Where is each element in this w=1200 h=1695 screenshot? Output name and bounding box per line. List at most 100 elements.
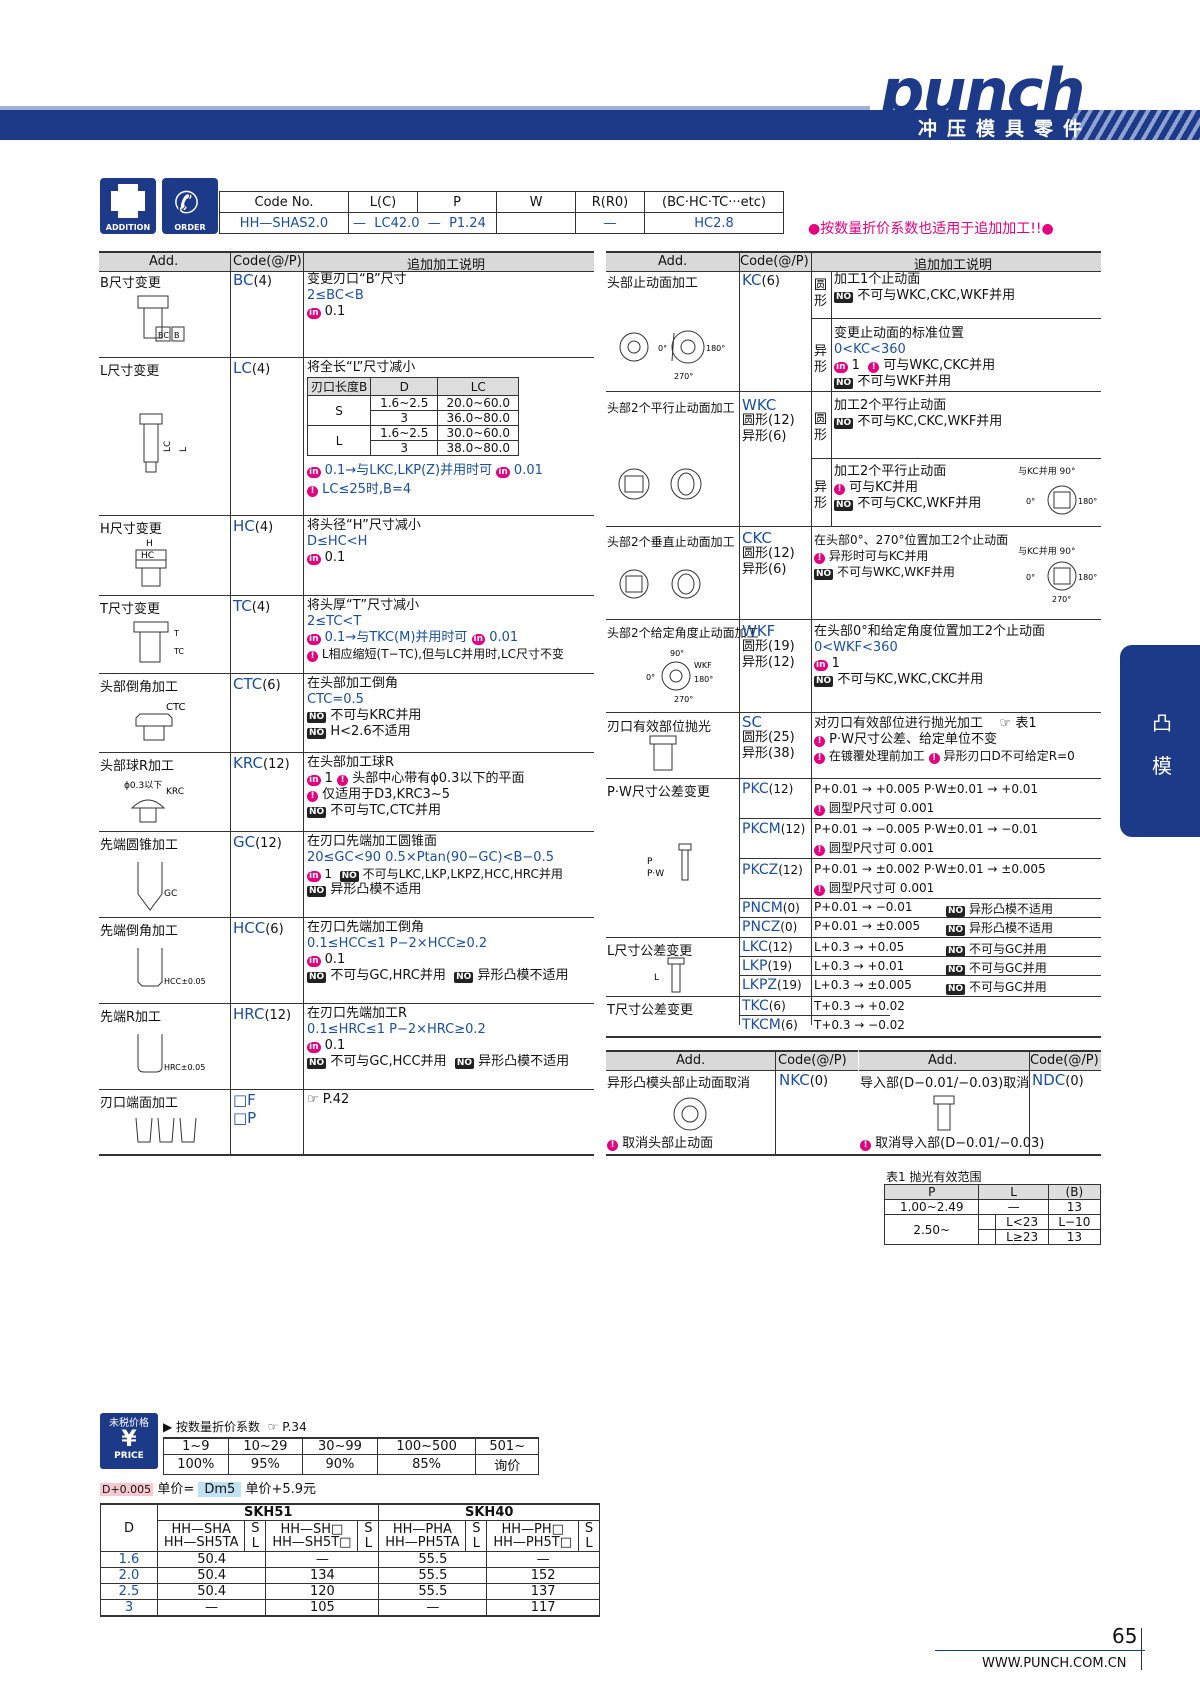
- row-title-kc: 头部止动面加工: [607, 276, 699, 291]
- svg-text:H: H: [146, 539, 153, 549]
- col-w: W: [496, 191, 576, 213]
- desc-krc: 在头部加工球R in 1 ! 头部中心带有ϕ0.3以下的平面 ! 仅适用于D3,…: [307, 755, 525, 818]
- col-lc: L(C): [348, 191, 418, 213]
- row-title-gc: 先端圆锥加工: [100, 838, 179, 853]
- gc-drawing: GC: [137, 862, 177, 911]
- svg-text:90°: 90°: [670, 649, 684, 658]
- code-fp: □F□P: [233, 1091, 257, 1127]
- ckc-kc-note: 与KC并用 90°: [1018, 547, 1076, 557]
- row-title-pw: P·W尺寸公差变更: [607, 785, 710, 800]
- svg-text:270°: 270°: [1052, 595, 1071, 604]
- col-etc: (BC·HC·TC···etc): [644, 191, 784, 213]
- desc-sc: 对刃口有效部位进行抛光加工 ☞ 表1 ! P·W尺寸公差、给定单位不变 ! 在镀…: [814, 716, 1075, 764]
- ndc-note: ! 取消导入部(D−0.01/−0.03): [860, 1136, 1044, 1152]
- header-bar: [0, 110, 1200, 140]
- desc-fp: ☞ P.42: [307, 1092, 350, 1107]
- code-gc: GC(12): [233, 833, 282, 851]
- kc-shaped-label: 异形: [814, 344, 828, 375]
- code-hc: HC(4): [233, 517, 274, 535]
- svg-text:0°: 0°: [1026, 573, 1035, 582]
- svg-text:BC: BC: [158, 331, 169, 340]
- code-kc: KC(6): [742, 271, 780, 289]
- hcc-drawing: HCC±0.05: [137, 948, 206, 987]
- col-p: P: [417, 191, 497, 213]
- svg-text:TC: TC: [173, 647, 184, 656]
- footer-url[interactable]: WWW.PUNCH.COM.CN: [982, 1656, 1127, 1671]
- val-code: HH—SHAS2.0: [219, 212, 349, 234]
- ckc-drawing: [619, 569, 701, 599]
- svg-text:0°: 0°: [658, 344, 667, 353]
- right-table-header: Add. Code(@/P) 追加加工说明: [606, 251, 1101, 273]
- nkc-code: NKC(0): [779, 1071, 829, 1089]
- addition-icon: ADDITION: [100, 178, 156, 234]
- svg-text:270°: 270°: [674, 372, 693, 381]
- desc-hrc: 在刃口先端加工R 0.1≤HRC≤1 P−2×HRC≥0.2 in 0.1 NO…: [307, 1006, 570, 1069]
- tol-pkc: PKC(12): [742, 781, 794, 797]
- tc-drawing: T TC: [133, 621, 184, 663]
- ndc-title: 导入部(D−0.01/−0.03)取消: [860, 1076, 1030, 1091]
- svg-text:270°: 270°: [674, 695, 693, 704]
- svg-text:0°: 0°: [646, 673, 655, 682]
- desc-kc-shaped: 变更止动面的标准位置 0<KC<360 in 1 ! 可与WKC,CKC并用 N…: [834, 326, 996, 389]
- row-title-ckc: 头部2个垂直止动面加工: [607, 535, 735, 549]
- desc-lc-notes: in 0.1→与LKC,LKP(Z)并用时可 in 0.01 ! LC≤25时,…: [307, 463, 543, 497]
- row-title-wkc: 头部2个平行止动面加工: [607, 401, 735, 415]
- tol-pkcz: PKCZ(12): [742, 862, 803, 878]
- svg-text:HCC±0.05: HCC±0.05: [164, 977, 206, 986]
- svg-text:180°: 180°: [1078, 497, 1097, 506]
- row-title-bc: B尺寸变更: [100, 276, 161, 291]
- svg-text:HRC±0.05: HRC±0.05: [164, 1063, 205, 1072]
- desc-tc: 将头厚“T”尺寸减小 2≤TC<T in 0.1→与TKC(M)并用时可 in …: [307, 598, 565, 662]
- code-bc: BC(4): [233, 271, 272, 289]
- desc-wkc-shaped: 加工2个平行止动面 ! 可与KC并用 NO 不可与CKC,WKF并用: [834, 464, 982, 511]
- sc-drawing: [649, 735, 677, 771]
- row-title-tc: T尺寸变更: [100, 602, 160, 617]
- tol-pkcm: PKCM(12): [742, 821, 806, 837]
- table1-title: 表1 抛光有效范围: [886, 1170, 982, 1184]
- brand-subtitle: 冲压模具零件: [918, 118, 1093, 140]
- row-title-krc: 头部球R加工: [100, 759, 175, 774]
- svg-text:CTC: CTC: [166, 702, 186, 713]
- nkc-title: 异形凸模头部止动面取消: [607, 1076, 751, 1091]
- lc-drawing: LC L: [139, 413, 189, 473]
- krc-drawing: ϕ0.3以下 KRC: [124, 781, 184, 823]
- fp-drawing: [135, 1117, 197, 1143]
- row-title-wkf: 头部2个给定角度止动面加工: [607, 626, 759, 640]
- row-title-hc: H尺寸变更: [100, 522, 162, 537]
- col-code-no: Code No.: [219, 191, 349, 213]
- wkc-kc-note: 与KC并用 90°: [1018, 467, 1076, 477]
- desc-ctc: 在头部加工倒角 CTC=0.5 NO 不可与KRC并用 NO H<2.6不适用: [307, 676, 422, 739]
- desc-kc-round: 加工1个止动面 NO 不可与WKC,CKC,WKF并用: [834, 272, 1016, 303]
- desc-hcc: 在刃口先端加工倒角 0.1≤HCC≤1 P−2×HCC≥0.2 in 0.1 N…: [307, 920, 569, 983]
- header-accent-line: [0, 106, 870, 110]
- wkc-shaped-label: 异形: [814, 480, 828, 511]
- svg-text:L: L: [654, 973, 659, 983]
- side-tab[interactable]: 凸 模: [1120, 645, 1200, 837]
- discount-title: ▶ 按数量折价系数 ☞ P.34: [163, 1420, 307, 1434]
- unit-price-note: D+0.005 单价= Dm5 单价+5.9元: [100, 1482, 317, 1497]
- ctc-drawing: CTC: [135, 702, 186, 741]
- order-icon: ✆ ORDER: [162, 178, 218, 234]
- wkc-kc-drawing: 0°180°: [1026, 485, 1097, 515]
- desc-lc-title: 将全长“L”尺寸减小: [307, 360, 416, 375]
- order-note: ●按数量折价系数也适用于追加加工!!●: [808, 221, 1054, 237]
- pw-drawing: P P·W: [647, 843, 692, 881]
- ckc-kc-drawing: 0° 180° 270°: [1026, 561, 1097, 604]
- svg-text:KRC: KRC: [166, 787, 184, 797]
- price-icon: 未税价格 ¥ PRICE: [100, 1413, 158, 1469]
- tol-pncm: PNCM(0): [742, 900, 800, 916]
- svg-text:180°: 180°: [706, 344, 725, 353]
- header-stripes: [1070, 110, 1200, 140]
- svg-text:GC: GC: [164, 889, 177, 899]
- svg-text:180°: 180°: [1078, 573, 1097, 582]
- svg-text:ϕ0.3以下: ϕ0.3以下: [124, 781, 162, 791]
- svg-text:P: P: [647, 857, 653, 867]
- order-example-table: Code No. L(C) P W R(R0) (BC·HC·TC···etc)…: [219, 191, 784, 234]
- kc-round-label: 圆形: [814, 278, 828, 309]
- svg-text:WKF: WKF: [694, 661, 712, 670]
